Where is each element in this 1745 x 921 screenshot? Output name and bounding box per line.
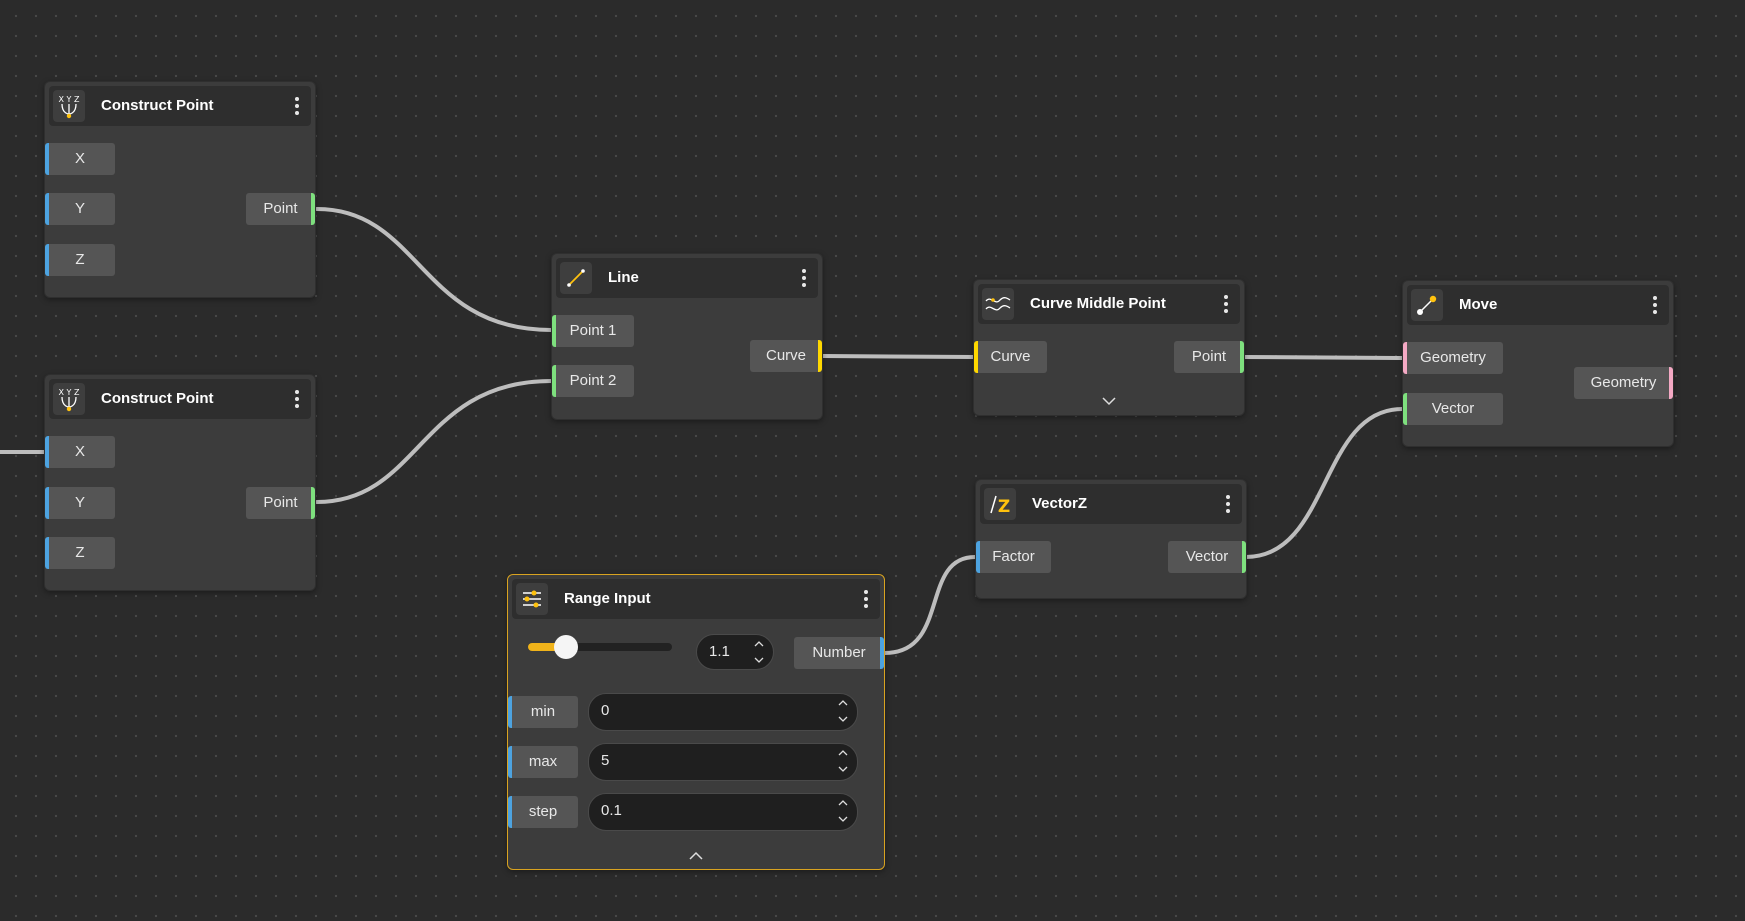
sliders-icon: [516, 583, 548, 615]
more-options-icon[interactable]: [800, 269, 808, 287]
wire-vectorz-to-move[interactable]: [1244, 407, 1404, 559]
slider-fill: [528, 643, 567, 651]
expand-chevron-down-icon[interactable]: [1101, 396, 1117, 406]
more-options-icon[interactable]: [1222, 295, 1230, 313]
node-header[interactable]: Range Input: [512, 579, 880, 619]
step-label: step: [508, 796, 578, 828]
output-port-vector[interactable]: Vector: [1168, 541, 1246, 573]
input-port-x[interactable]: X: [45, 436, 115, 468]
output-port-point[interactable]: Point: [246, 487, 315, 519]
line-segment-icon: [560, 262, 592, 294]
node-title: Curve Middle Point: [1030, 295, 1166, 312]
svg-text:Z: Z: [998, 497, 1010, 517]
input-port-y[interactable]: Y: [45, 487, 115, 519]
slider-track: [528, 643, 672, 651]
construct-point-node-1[interactable]: X Y Z Construct Point X Y Z Point: [44, 81, 316, 298]
output-port-geometry[interactable]: Geometry: [1574, 367, 1673, 399]
line-node[interactable]: Line Point 1 Point 2 Curve: [551, 253, 823, 420]
node-header[interactable]: X Y Z Construct Point: [49, 379, 311, 419]
step-stepper[interactable]: [837, 797, 849, 825]
stepper-arrows-icon[interactable]: [753, 638, 765, 666]
node-title: Construct Point: [101, 97, 214, 114]
node-title: Line: [608, 269, 639, 286]
move-node[interactable]: Move Geometry Vector Geometry: [1402, 280, 1674, 447]
xyz-point-icon: X Y Z: [53, 90, 85, 122]
construct-point-node-2[interactable]: X Y Z Construct Point X Y Z Point: [44, 374, 316, 591]
input-port-z[interactable]: Z: [45, 244, 115, 276]
more-options-icon[interactable]: [1651, 296, 1659, 314]
output-port-curve[interactable]: Curve: [750, 340, 822, 372]
node-header[interactable]: Move: [1407, 285, 1669, 325]
wire-point1-to-line[interactable]: [315, 207, 553, 332]
vector-z-icon: Z: [984, 488, 1016, 520]
xyz-point-icon: X Y Z: [53, 383, 85, 415]
input-port-factor[interactable]: Factor: [976, 541, 1051, 573]
node-header[interactable]: Z VectorZ: [980, 484, 1242, 524]
input-port-curve[interactable]: Curve: [974, 341, 1047, 373]
max-field[interactable]: 5: [588, 743, 858, 781]
node-header[interactable]: Line: [556, 258, 818, 298]
wire-range-to-vectorz[interactable]: [883, 555, 977, 655]
max-stepper[interactable]: [837, 747, 849, 775]
node-header[interactable]: Curve Middle Point: [978, 284, 1240, 324]
min-label: min: [508, 696, 578, 728]
input-port-point-2[interactable]: Point 2: [552, 365, 634, 397]
more-options-icon[interactable]: [293, 390, 301, 408]
output-port-point[interactable]: Point: [1174, 341, 1244, 373]
step-field[interactable]: 0.1: [588, 793, 858, 831]
min-field[interactable]: 0: [588, 693, 858, 731]
stepper-arrows-icon[interactable]: [837, 697, 849, 725]
move-icon: [1411, 289, 1443, 321]
svg-text:X Y Z: X Y Z: [59, 95, 80, 104]
input-port-point-1[interactable]: Point 1: [552, 315, 634, 347]
node-title: VectorZ: [1032, 495, 1088, 512]
output-port-number[interactable]: Number: [794, 637, 884, 669]
output-port-point[interactable]: Point: [246, 193, 315, 225]
more-options-icon[interactable]: [293, 97, 301, 115]
range-input-node[interactable]: Range Input 1.1 Number min 0 max 5: [507, 574, 885, 870]
value-slider[interactable]: [528, 635, 672, 659]
more-options-icon[interactable]: [862, 590, 870, 608]
input-port-x[interactable]: X: [45, 143, 115, 175]
max-value: 5: [601, 752, 610, 769]
wire-middle-to-move[interactable]: [1242, 355, 1404, 360]
node-title: Construct Point: [101, 390, 214, 407]
curve-midpoint-icon: [982, 288, 1014, 320]
value-stepper[interactable]: [753, 638, 765, 666]
node-header[interactable]: X Y Z Construct Point: [49, 86, 311, 126]
svg-text:X Y Z: X Y Z: [59, 388, 80, 397]
input-port-z[interactable]: Z: [45, 537, 115, 569]
input-port-vector[interactable]: Vector: [1403, 393, 1503, 425]
step-value: 0.1: [601, 802, 622, 819]
more-options-icon[interactable]: [1224, 495, 1232, 513]
value-number-field[interactable]: 1.1: [696, 634, 774, 670]
node-title: Range Input: [564, 590, 651, 607]
vector-z-node[interactable]: Z VectorZ Factor Vector: [975, 479, 1247, 599]
input-port-y[interactable]: Y: [45, 193, 115, 225]
stepper-arrows-icon[interactable]: [837, 747, 849, 775]
collapse-chevron-up-icon[interactable]: [688, 851, 704, 861]
slider-thumb[interactable]: [554, 635, 579, 659]
min-stepper[interactable]: [837, 697, 849, 725]
min-value: 0: [601, 702, 610, 719]
input-port-geometry[interactable]: Geometry: [1403, 342, 1503, 374]
value-text: 1.1: [709, 643, 730, 660]
wire-point2-to-line[interactable]: [315, 379, 553, 504]
curve-middle-point-node[interactable]: Curve Middle Point Curve Point: [973, 279, 1245, 416]
max-label: max: [508, 746, 578, 778]
node-title: Move: [1459, 296, 1498, 313]
wire-line-to-curve-middle[interactable]: [821, 354, 975, 359]
stepper-arrows-icon[interactable]: [837, 797, 849, 825]
